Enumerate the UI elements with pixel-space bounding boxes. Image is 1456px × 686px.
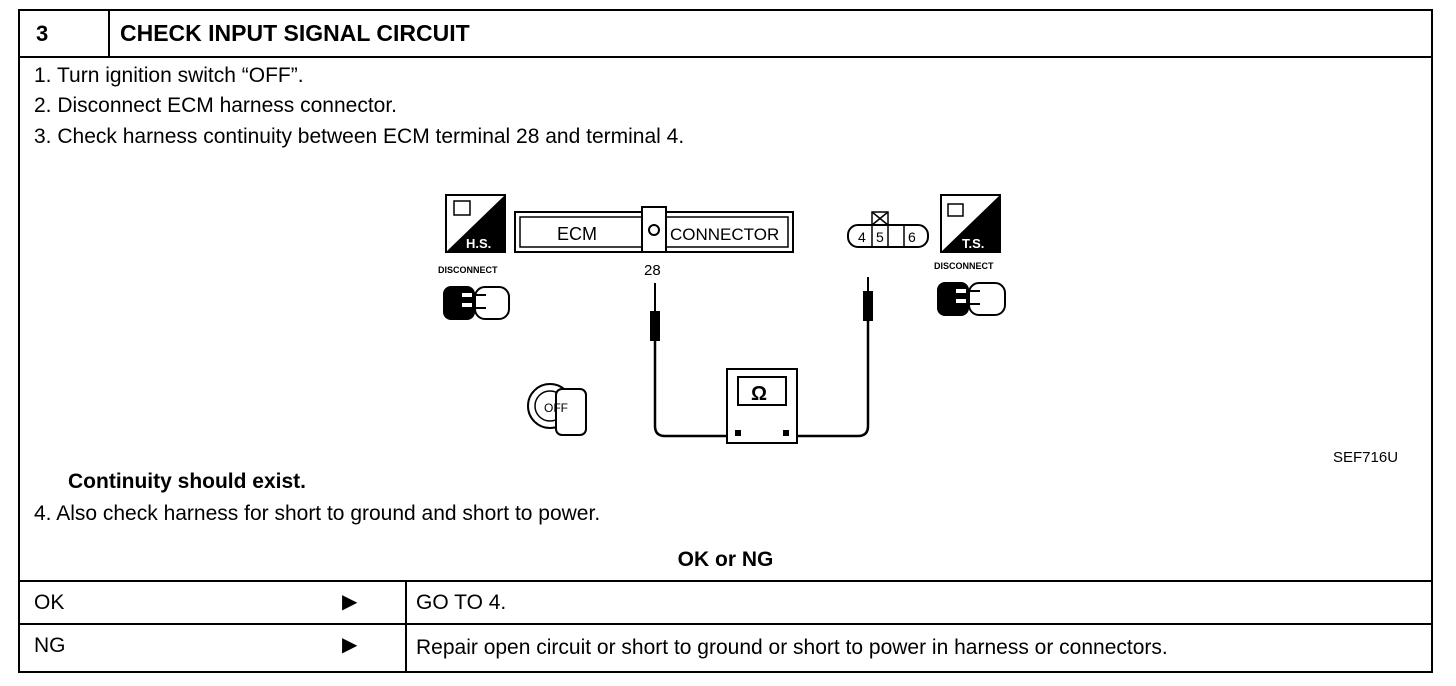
ignition-key-icon: OFF <box>527 383 587 436</box>
procedure-frame: 3 CHECK INPUT SIGNAL CIRCUIT 1. Turn ign… <box>18 9 1433 673</box>
result-action-ok: GO TO 4. <box>405 582 506 623</box>
ecm-label: ECM <box>557 224 597 244</box>
disconnect-plug-icon-right <box>937 282 1006 316</box>
procedure-header: 3 CHECK INPUT SIGNAL CIRCUIT <box>20 11 1431 58</box>
terminal-6: 6 <box>908 229 916 245</box>
hs-label: H.S. <box>466 236 491 251</box>
step-2: 2. Disconnect ECM harness connector. <box>34 94 398 117</box>
disconnect-label-right: DISCONNECT <box>934 261 994 271</box>
terminal-connector: 4 5 6 <box>847 211 929 248</box>
arrow-right-icon: ▶ <box>342 634 358 656</box>
ohmmeter-icon: Ω <box>726 368 798 444</box>
probe-wires <box>650 277 873 438</box>
ohm-symbol: Ω <box>751 383 767 405</box>
figure-code: SEF716U <box>1333 449 1398 466</box>
result-action-ng: Repair open circuit or short to ground o… <box>405 625 1168 671</box>
step-3: 3. Check harness continuity between ECM … <box>34 125 685 148</box>
connector-label: CONNECTOR <box>670 225 779 244</box>
ts-icon: T.S. <box>940 194 1001 253</box>
hs-icon: H.S. <box>445 194 506 253</box>
result-label-ng: NG <box>34 634 66 657</box>
disconnect-label-left: DISCONNECT <box>438 265 498 275</box>
disconnect-plug-icon-left <box>443 286 510 320</box>
step-4: 4. Also check harness for short to groun… <box>34 502 601 525</box>
terminal-5: 5 <box>876 229 884 245</box>
ecm-terminal-28: 28 <box>644 262 661 279</box>
step-1: 1. Turn ignition switch “OFF”. <box>34 64 304 87</box>
result-row-ng: NG ▶ Repair open circuit or short to gro… <box>20 623 1431 671</box>
terminal-4: 4 <box>858 229 866 245</box>
ok-or-ng-heading: OK or NG <box>677 548 774 571</box>
circuit-diagram: H.S. DISCONNECT ECM CONNECTOR 28 <box>438 194 1398 466</box>
arrow-right-icon: ▶ <box>342 591 358 613</box>
result-row-ok: OK ▶ GO TO 4. <box>20 580 1431 623</box>
step-number: 3 <box>20 11 110 56</box>
continuity-note: Continuity should exist. <box>68 470 307 493</box>
ecm-connector: ECM CONNECTOR 28 <box>514 206 794 279</box>
result-label-ok: OK <box>34 591 65 614</box>
key-off-label: OFF <box>544 401 568 415</box>
ts-label: T.S. <box>962 236 984 251</box>
procedure-title: CHECK INPUT SIGNAL CIRCUIT <box>120 20 470 46</box>
